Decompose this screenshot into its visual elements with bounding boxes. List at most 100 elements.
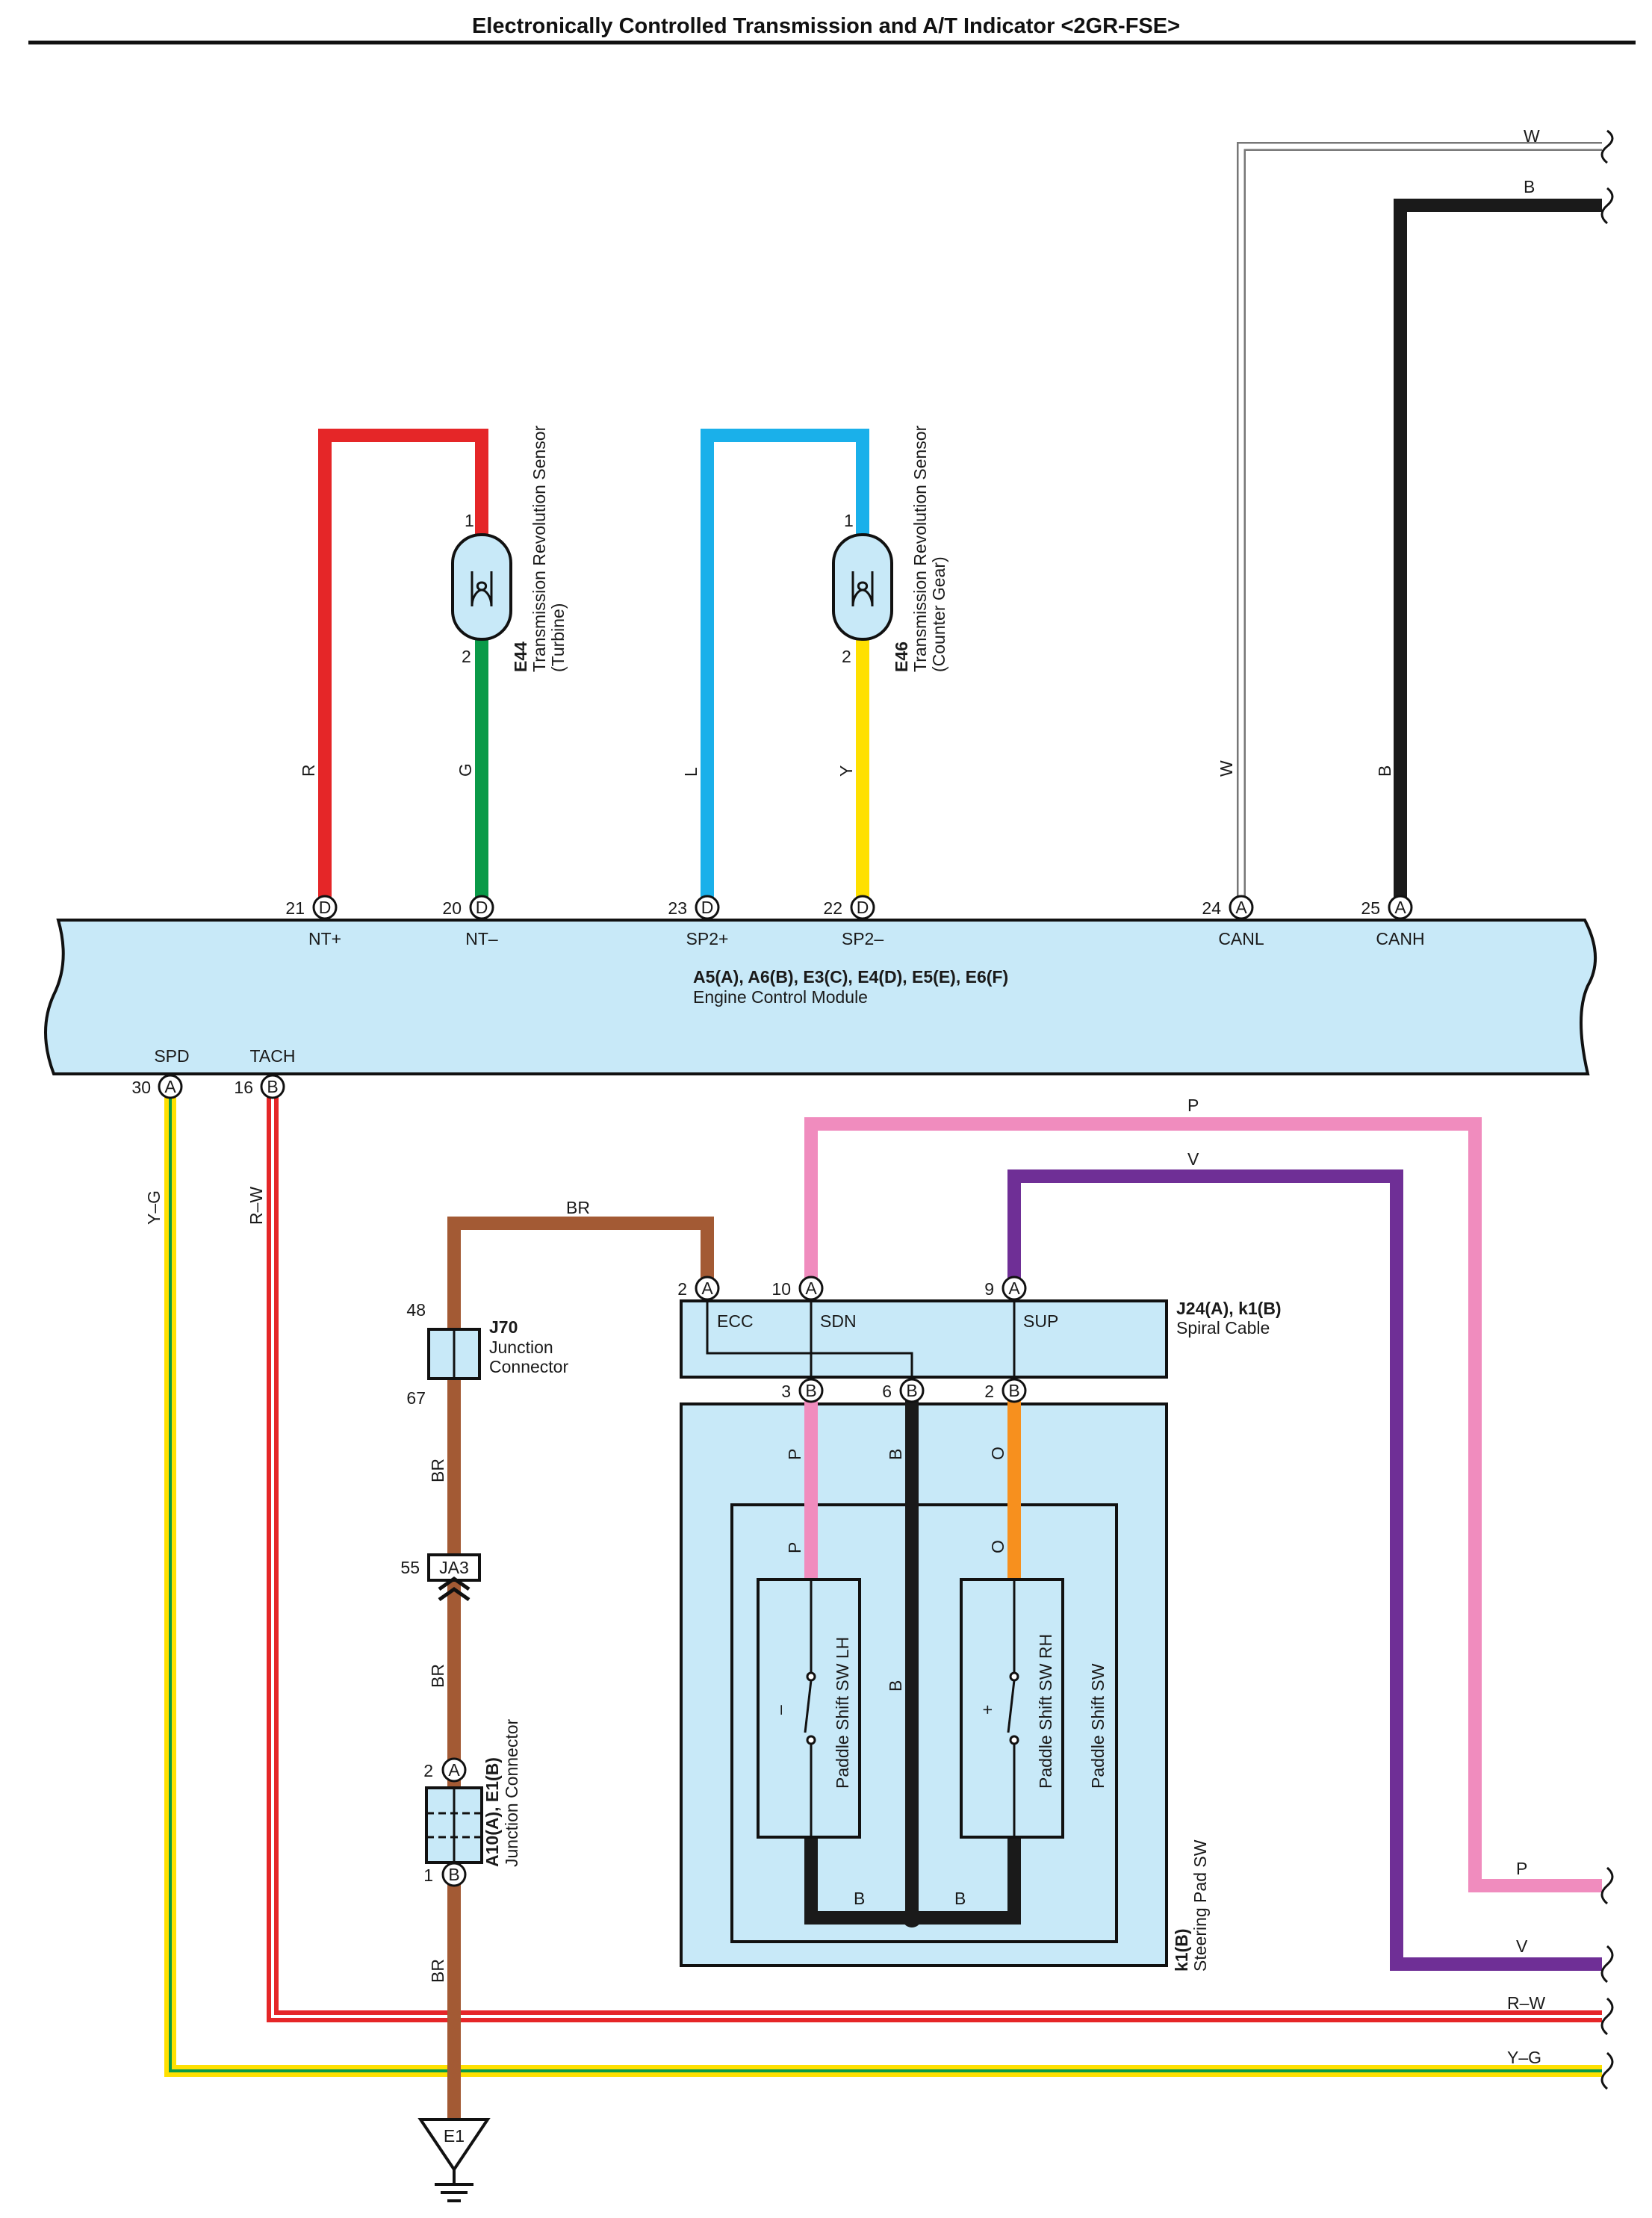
wire-y-g <box>164 1087 1602 2077</box>
a10-letter-bottom: B <box>448 1865 459 1884</box>
wire-label-b-bottom-2: B <box>954 1889 966 1908</box>
b-junction-dot <box>902 1908 922 1927</box>
spiral-top-pin-a: 2 <box>677 1279 687 1299</box>
page-title: Electronically Controlled Transmission a… <box>472 14 1180 38</box>
ecm-pin-letter-30: A <box>164 1077 176 1096</box>
ecm-pin-16: 16 <box>234 1078 253 1097</box>
spiral-internal-ecc-path <box>706 1301 913 1389</box>
wire-label-v-top: V <box>1187 1149 1199 1169</box>
ja3-connector <box>427 1553 481 1602</box>
wire-label-y-g-vert: Y–G <box>144 1190 164 1225</box>
wire-label-o-inner-1: O <box>988 1447 1007 1460</box>
wire-label-y-g-right: Y–G <box>1507 2048 1541 2067</box>
wire-label-b-top: B <box>1524 177 1535 196</box>
wire-label-g: G <box>456 763 475 777</box>
ecm-term-canh: CANH <box>1376 929 1424 948</box>
steering-code: k1(B) <box>1172 1928 1191 1972</box>
paddle-sw-rh-plus: + <box>978 1705 997 1715</box>
spiral-bottom-letter-2: B <box>906 1381 917 1400</box>
j70-pin-bottom: 67 <box>406 1388 426 1408</box>
wire-b-top <box>1394 199 1602 907</box>
spiral-top-pin-c: 9 <box>984 1279 994 1299</box>
wire-label-w-vert: W <box>1217 760 1236 777</box>
wire-label-p-top: P <box>1187 1096 1199 1115</box>
ecm-pin-16-circle <box>260 1074 285 1099</box>
e44-pin2: 2 <box>462 647 471 666</box>
spiral-bottom-pin-2-circle <box>1002 1378 1027 1403</box>
ecm-term-canl: CANL <box>1218 929 1264 948</box>
ecm-term-sp2-plus: SP2+ <box>686 929 729 948</box>
e46-pin2: 2 <box>842 647 851 666</box>
ecm-pin-24: 24 <box>1202 898 1221 918</box>
ecm-pin-letter-16: B <box>267 1077 278 1096</box>
e46-pin1: 1 <box>844 511 854 530</box>
spiral-top-pin-9-circle <box>1002 1276 1027 1301</box>
spiral-sdn: SDN <box>820 1311 857 1331</box>
a10-junction-block <box>425 1786 483 1864</box>
paddle-shift-sw-label: Paddle Shift SW <box>1088 1663 1108 1789</box>
a10-pin-top-circle <box>441 1757 467 1783</box>
ecm-pin-letter-20: D <box>476 898 488 917</box>
break-mark-v <box>1600 1945 1614 1984</box>
wire-label-br-top: BR <box>566 1198 590 1217</box>
paddle-sw-rh-switch <box>1007 1579 1019 1837</box>
spiral-bottom-pin-6-circle <box>899 1378 925 1403</box>
ecm-name: Engine Control Module <box>693 987 868 1007</box>
ecm-term-nt-minus: NT– <box>465 929 498 948</box>
wire-label-br-2: BR <box>428 1664 447 1688</box>
j70-pin-top: 48 <box>406 1300 426 1320</box>
spiral-name: Spiral Cable <box>1176 1318 1270 1338</box>
ecm-term-sp2-minus: SP2– <box>842 929 884 948</box>
ecm-pin-23: 23 <box>668 898 687 918</box>
a10-code: A10(A), E1(B) <box>482 1757 502 1867</box>
wire-br <box>447 1217 714 2121</box>
e46-sub: (Counter Gear) <box>929 556 948 672</box>
wire-label-l: L <box>681 767 701 777</box>
e46-name: Transmission Revolution Sensor <box>910 425 930 672</box>
a10-letter-top: A <box>448 1760 460 1780</box>
sensor-e44 <box>451 533 512 641</box>
ecm-pin-letter-25: A <box>1394 898 1406 917</box>
wire-label-y: Y <box>836 765 856 777</box>
spiral-bottom-pin-b: 6 <box>882 1382 892 1401</box>
wire-label-br-3: BR <box>428 1959 447 1983</box>
a10-pin-bottom: 1 <box>423 1866 433 1885</box>
spiral-bottom-pin-c: 2 <box>984 1382 994 1401</box>
wire-label-b-inner-1: B <box>886 1449 905 1460</box>
ecm-pin-letter-23: D <box>701 898 714 917</box>
spiral-bottom-letter-3: B <box>1008 1381 1019 1400</box>
wire-label-b-inner-2: B <box>886 1680 905 1692</box>
paddle-sw-lh-minus: – <box>770 1705 789 1715</box>
a10-name: Junction Connector <box>502 1718 521 1867</box>
wire-p <box>804 1117 1602 1892</box>
spiral-top-pin-10-circle <box>798 1276 824 1301</box>
break-mark-w <box>1600 129 1614 164</box>
j70-line1: Junction <box>489 1338 553 1357</box>
ecm-term-nt-plus: NT+ <box>308 929 341 948</box>
ecm-pin-letter-21: D <box>319 898 332 917</box>
sensor-e46 <box>832 533 893 641</box>
j70-junction-connector <box>427 1328 481 1380</box>
wire-label-o-inner-2: O <box>988 1540 1007 1553</box>
ecm-pins-top <box>312 895 1413 920</box>
e44-code: E44 <box>511 642 530 672</box>
wire-label-r-w-vert: R–W <box>246 1187 266 1225</box>
paddle-sw-lh-switch <box>804 1579 816 1837</box>
break-mark-b <box>1600 187 1614 225</box>
ecm-pin-20: 20 <box>442 898 462 918</box>
e44-name: Transmission Revolution Sensor <box>530 425 549 672</box>
ecm-pin-30-circle <box>158 1074 183 1099</box>
ecm-pin-30: 30 <box>131 1078 151 1097</box>
spiral-top-pin-2-circle <box>695 1276 720 1301</box>
spiral-cable-box <box>680 1299 1168 1379</box>
spiral-top-pin-b: 10 <box>771 1279 791 1299</box>
ground-e1-label: E1 <box>444 2126 465 2146</box>
wire-label-b-vert: B <box>1375 765 1394 777</box>
spiral-sup: SUP <box>1023 1311 1058 1331</box>
wire-l <box>701 429 869 907</box>
j70-line2: Connector <box>489 1357 568 1376</box>
spiral-bottom-pin-a: 3 <box>781 1382 791 1401</box>
wire-r-w <box>267 1087 1602 2022</box>
a10-pin-bottom-circle <box>441 1862 467 1887</box>
